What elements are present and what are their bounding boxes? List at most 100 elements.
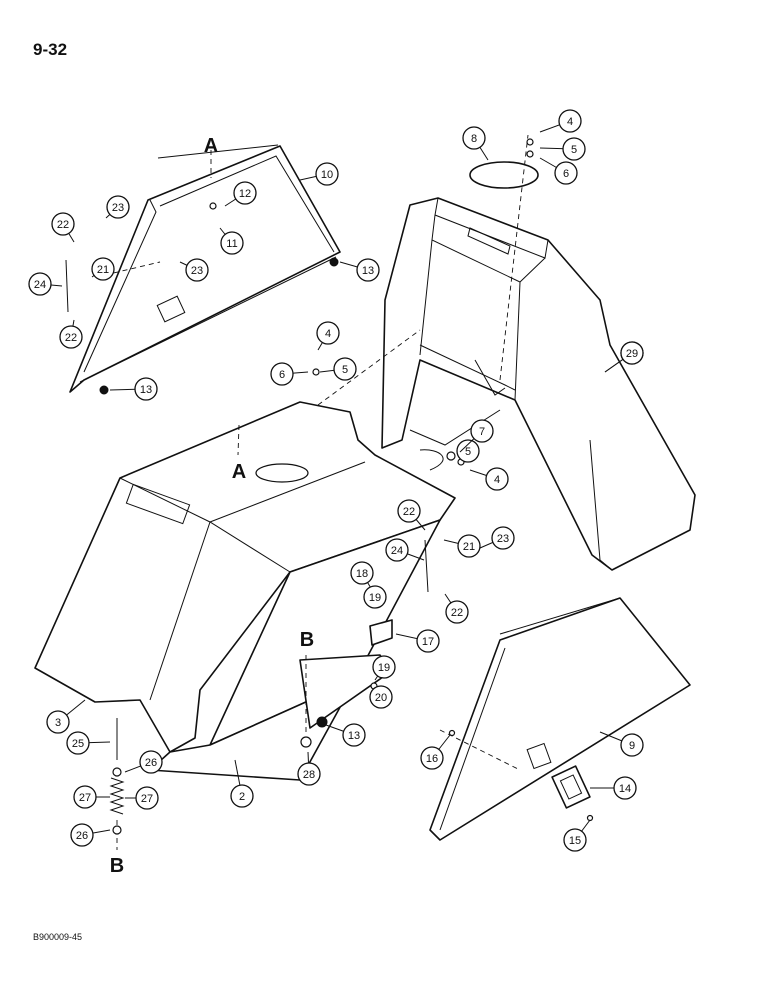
- callout-14: 14: [590, 776, 637, 800]
- callout-12: 12: [224, 181, 257, 207]
- callout-layer: 1234445556678910111213131314151617181919…: [28, 109, 644, 852]
- callout-label: 27: [141, 793, 153, 805]
- callout-label: 15: [569, 835, 581, 847]
- alignment-lines: [104, 134, 529, 850]
- callout-25: 25: [66, 731, 111, 755]
- callout-label: 11: [226, 238, 237, 250]
- callout-4: 4: [469, 467, 509, 491]
- bolt-spring: [109, 718, 125, 815]
- callout-label: 26: [76, 830, 88, 842]
- callout-13: 13: [325, 723, 366, 747]
- callout-label: 5: [465, 446, 471, 458]
- callout-15: 15: [563, 819, 591, 852]
- callout-27: 27: [73, 785, 110, 809]
- callout-26: 26: [124, 750, 163, 774]
- callout-label: 25: [72, 738, 84, 750]
- callout-2: 2: [230, 759, 254, 808]
- callout-label: 13: [362, 265, 374, 277]
- callout-label: 4: [567, 116, 573, 128]
- callout-label: 10: [321, 169, 333, 181]
- callout-22: 22: [51, 212, 75, 243]
- callout-5: 5: [456, 439, 480, 463]
- callout-label: 23: [191, 265, 203, 277]
- support-frame: [381, 197, 696, 571]
- callout-label: 29: [626, 348, 638, 360]
- callout-label: 22: [403, 506, 415, 518]
- callout-4: 4: [316, 321, 340, 351]
- callout-4: 4: [539, 109, 582, 133]
- callout-29: 29: [604, 341, 644, 373]
- callout-23: 23: [479, 526, 515, 550]
- callout-5: 5: [319, 357, 357, 381]
- latch: [551, 765, 591, 809]
- callout-label: 18: [356, 568, 368, 580]
- callout-label: 6: [279, 369, 285, 381]
- callout-8: 8: [462, 126, 489, 161]
- callout-3: 3: [46, 699, 86, 734]
- callout-10: 10: [299, 162, 339, 186]
- callout-13: 13: [339, 258, 380, 282]
- callout-label: 22: [451, 607, 463, 619]
- callout-18: 18: [350, 561, 374, 591]
- callout-24: 24: [385, 538, 425, 562]
- callout-20: 20: [369, 685, 393, 709]
- callout-label: 13: [140, 384, 152, 396]
- callout-22: 22: [59, 319, 83, 349]
- callout-label: 5: [571, 144, 577, 156]
- callout-label: 24: [34, 279, 46, 291]
- reference-letter-a: A: [232, 461, 246, 483]
- callout-21: 21: [91, 257, 115, 281]
- callout-22: 22: [444, 593, 469, 624]
- callout-19: 19: [372, 655, 396, 681]
- callout-label: 14: [619, 783, 631, 795]
- cover-plate: [469, 161, 539, 189]
- callout-5: 5: [539, 137, 586, 161]
- callout-label: 28: [303, 769, 315, 781]
- callout-label: 21: [97, 264, 109, 276]
- callout-label: 8: [471, 133, 477, 145]
- support-rod: [424, 539, 429, 593]
- reference-letter-b: B: [300, 629, 314, 651]
- callout-label: 27: [79, 792, 91, 804]
- callout-label: 7: [479, 426, 485, 438]
- callout-label: 12: [239, 188, 251, 200]
- callout-23: 23: [105, 195, 130, 219]
- callout-6: 6: [539, 157, 578, 185]
- callout-6: 6: [270, 362, 309, 386]
- support-rod: [65, 259, 69, 313]
- callout-label: 24: [391, 545, 403, 557]
- callout-21: 21: [443, 534, 481, 558]
- callout-label: 19: [378, 662, 390, 674]
- callout-label: 23: [112, 202, 124, 214]
- callout-label: 4: [494, 474, 500, 486]
- callout-27: 27: [125, 786, 159, 810]
- callout-24: 24: [28, 272, 63, 296]
- callout-11: 11: [219, 227, 244, 255]
- callout-label: 21: [463, 541, 475, 553]
- callout-label: 23: [497, 533, 509, 545]
- callout-22: 22: [397, 499, 426, 531]
- callout-9: 9: [599, 731, 644, 757]
- reference-letter-b: B: [110, 855, 124, 877]
- callout-19: 19: [363, 585, 387, 609]
- page-number: 9-32: [33, 40, 68, 59]
- hardware: [99, 138, 594, 835]
- side-panel-lower: [429, 597, 691, 841]
- callout-7: 7: [459, 419, 494, 453]
- callout-16: 16: [420, 734, 451, 770]
- callout-label: 26: [145, 757, 157, 769]
- callout-label: 13: [348, 730, 360, 742]
- callout-label: 2: [239, 791, 245, 803]
- callout-17: 17: [395, 629, 440, 653]
- callout-label: 6: [563, 168, 569, 180]
- callout-26: 26: [70, 823, 111, 847]
- callout-label: 5: [342, 364, 348, 376]
- callout-label: 17: [422, 636, 434, 648]
- callout-label: 9: [629, 740, 635, 752]
- callout-23: 23: [179, 258, 209, 282]
- callout-label: 4: [325, 328, 331, 340]
- callout-label: 3: [55, 717, 61, 729]
- callout-28: 28: [297, 751, 321, 786]
- callout-label: 16: [426, 753, 438, 765]
